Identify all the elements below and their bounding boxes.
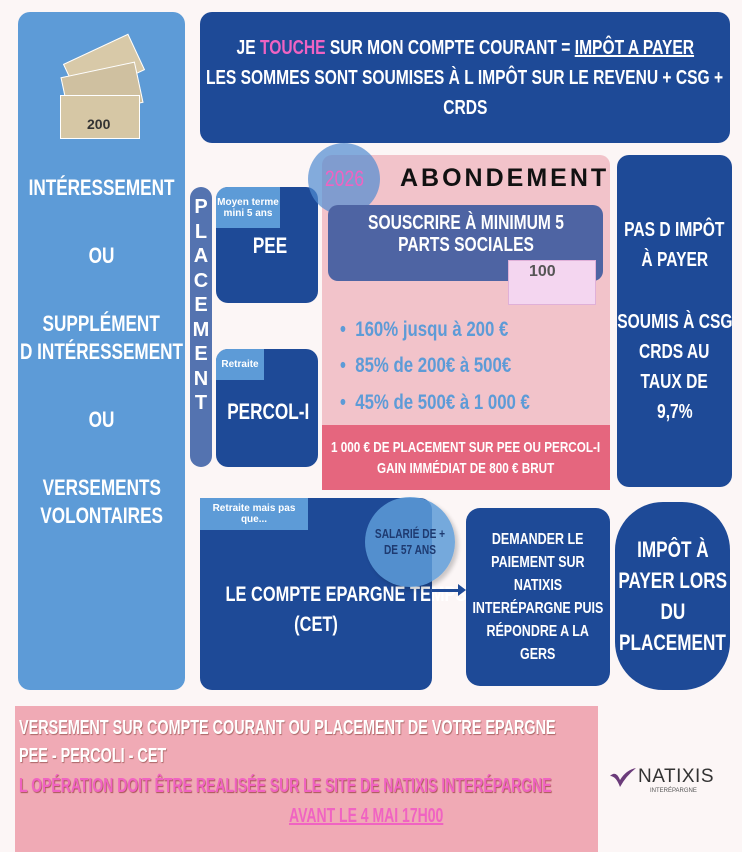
text: sur mon compte courant = xyxy=(329,36,571,59)
tax-line: 9,7% xyxy=(656,401,693,423)
text: Je xyxy=(236,36,256,59)
gain-line-1: 1 000 € de placement sur PEE ou PERCOL-I xyxy=(331,438,601,456)
banknote-100-image: 100 xyxy=(508,260,596,305)
notice-line-1: Versement sur compte courant ou placemen… xyxy=(19,717,556,739)
request-line: paiement sur xyxy=(491,554,585,571)
request-line: Demander le xyxy=(492,531,584,548)
banknotes-image: 200 xyxy=(58,33,146,142)
tax-line: à payer xyxy=(641,249,708,271)
age-text: Salarié de + de 57 ans xyxy=(374,526,446,557)
placement-vertical-label: PLACEMENT xyxy=(190,187,212,467)
bullet-text: 45% de 500€ à 1 000 € xyxy=(355,391,530,414)
percol-title: PERCOL-I xyxy=(227,399,310,424)
request-line: répondre a la xyxy=(486,623,590,640)
notice-line-3: L opération doit être realisée sur le si… xyxy=(19,775,552,797)
year-circle: 2026 xyxy=(308,143,380,215)
impot-line: Impôt à xyxy=(636,537,709,562)
request-line: GERS xyxy=(520,646,556,663)
tax-line: taux de xyxy=(640,371,709,393)
bullet-item: • 85% de 200€ à 500€ xyxy=(340,354,512,377)
pee-duration-label: Moyen terme mini 5 ans xyxy=(216,187,280,228)
impot-placement-box: Impôt à payer lors du placement xyxy=(615,502,730,690)
year: 2026 xyxy=(324,166,364,191)
logo-name: NATIXIS xyxy=(638,766,714,787)
ou-1: ou xyxy=(88,243,115,268)
natixis-logo-icon xyxy=(610,768,636,787)
supplement-2: d intéressement xyxy=(19,339,184,364)
bottom-notice: Versement sur compte courant ou placemen… xyxy=(15,706,598,852)
bullet-text: 85% de 200€ à 500€ xyxy=(355,354,512,377)
abondement-title: ABONDEMENT xyxy=(400,164,610,192)
impot-line: du xyxy=(660,599,685,624)
percol-box: Retraite PERCOL-I xyxy=(216,349,318,467)
ou-2: ou xyxy=(88,407,115,432)
cet-title-wrap: Le compte epargne temps (CET) xyxy=(200,580,467,640)
volontaires: volontaires xyxy=(40,503,163,528)
natixis-request-box: Demander le paiement sur Natixis Interép… xyxy=(466,508,610,686)
supplement: Supplément xyxy=(42,311,161,336)
tax-line: Pas d impôt xyxy=(624,219,725,241)
bullet-text: 160% jusqu à 200 € xyxy=(355,318,509,341)
gain-line-2: gain immédiat de 800 € brut xyxy=(377,459,555,477)
gain-box: 1 000 € de placement sur PEE ou PERCOL-I… xyxy=(322,425,610,490)
deadline: Avant le 4 mai 17h00 xyxy=(289,805,444,827)
impot-line: placement xyxy=(619,630,726,655)
tax-info-box: Pas d impôt à payer Soumis à CSG CRDS au… xyxy=(617,155,732,487)
versements: Versements xyxy=(42,475,161,500)
request-line: Natixis xyxy=(513,577,563,594)
cet-title: Le compte epargne temps xyxy=(225,583,467,606)
touche-highlight: touche xyxy=(259,36,326,59)
top-line-2: les sommes sont soumises à l impôt sur l… xyxy=(206,66,724,89)
natixis-logo: NATIXIS INTERÉPARGNE xyxy=(606,762,742,802)
arrow-head-icon xyxy=(458,584,466,596)
pee-title: PEE xyxy=(252,233,288,258)
top-banner: Je touche sur mon compte courant = impôt… xyxy=(200,12,730,143)
age-circle: Salarié de + de 57 ans xyxy=(365,497,455,587)
arrow-icon xyxy=(432,589,460,592)
top-line-3: CRDS xyxy=(442,96,488,119)
left-panel: 200 Intéressement ou Supplément d intére… xyxy=(18,12,185,690)
souscrire-text: Souscrire à minimum 5 parts sociales xyxy=(367,212,564,256)
impot-line: payer lors xyxy=(618,568,727,593)
cet-label: Retraite mais pas que... xyxy=(200,498,308,530)
notice-line-2: PEE - PERCOLI - CET xyxy=(19,745,167,767)
percol-label: Retraite xyxy=(216,349,264,380)
logo-sub: INTERÉPARGNE xyxy=(650,788,697,794)
bullet-item: • 45% de 500€ à 1 000 € xyxy=(340,391,530,414)
request-line: Interépargne puis xyxy=(472,600,604,617)
tax-line: CRDS au xyxy=(639,341,710,363)
impot-underlined: impôt a payer xyxy=(574,36,694,59)
pee-box: Moyen terme mini 5 ans PEE xyxy=(216,187,318,303)
interessement: Intéressement xyxy=(28,175,175,200)
bullet-item: • 160% jusqu à 200 € xyxy=(340,318,509,341)
tax-line: Soumis à CSG xyxy=(616,311,733,333)
cet-abbr: (CET) xyxy=(294,613,338,636)
